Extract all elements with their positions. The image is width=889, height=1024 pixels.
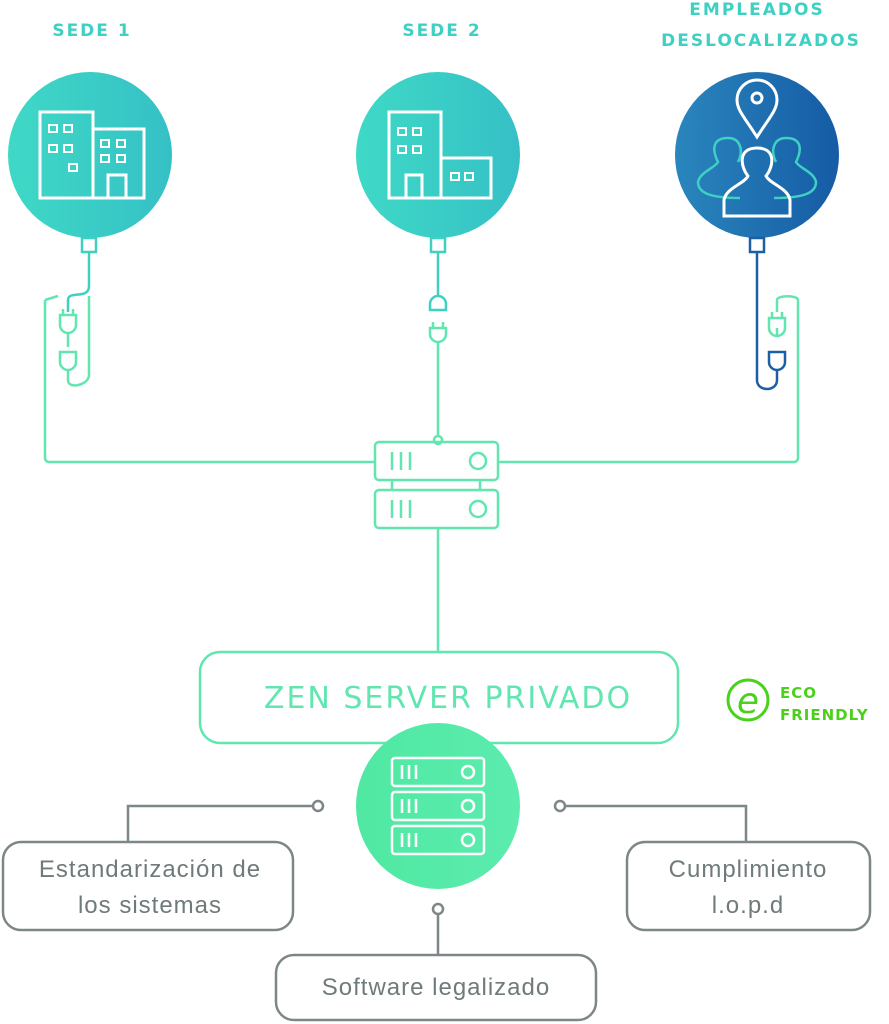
eco-friendly-logo: e ECO FRIENDLY [726,678,869,724]
sede-2-building-icon [356,72,520,238]
sede-2-label: SEDE 2 [402,21,481,41]
remote-employees-cable [498,236,800,464]
feature-standardization: Estandarización de los sistemas [1,840,295,932]
svg-text:ECO: ECO [780,684,817,702]
sede-2-cable [428,236,448,446]
svg-text:Cumplimiento: Cumplimiento [669,856,828,883]
sede-1-cable [43,236,375,464]
sede-1-building-icon [8,72,172,238]
svg-text:Software legalizado: Software legalizado [322,974,550,1001]
svg-text:l.o.p.d: l.o.p.d [712,892,784,919]
svg-text:e: e [737,681,759,722]
empleados-label-line2: DESLOCALIZADOS [661,31,861,51]
svg-text:Estandarización de: Estandarización de [39,856,261,883]
feature-lopd: Cumplimiento l.o.p.d [625,840,872,932]
zen-server-title: ZEN SERVER PRIVADO [264,681,632,716]
feature-connectors [126,799,748,955]
remote-employees-icon [675,72,839,238]
svg-text:FRIENDLY: FRIENDLY [780,706,869,724]
private-server-icon [356,723,520,889]
sede-1-label: SEDE 1 [52,21,131,41]
network-switch-icon [373,440,500,652]
svg-text:los sistemas: los sistemas [78,892,222,919]
feature-software: Software legalizado [274,953,598,1022]
empleados-label-line1: EMPLEADOS [689,0,824,20]
